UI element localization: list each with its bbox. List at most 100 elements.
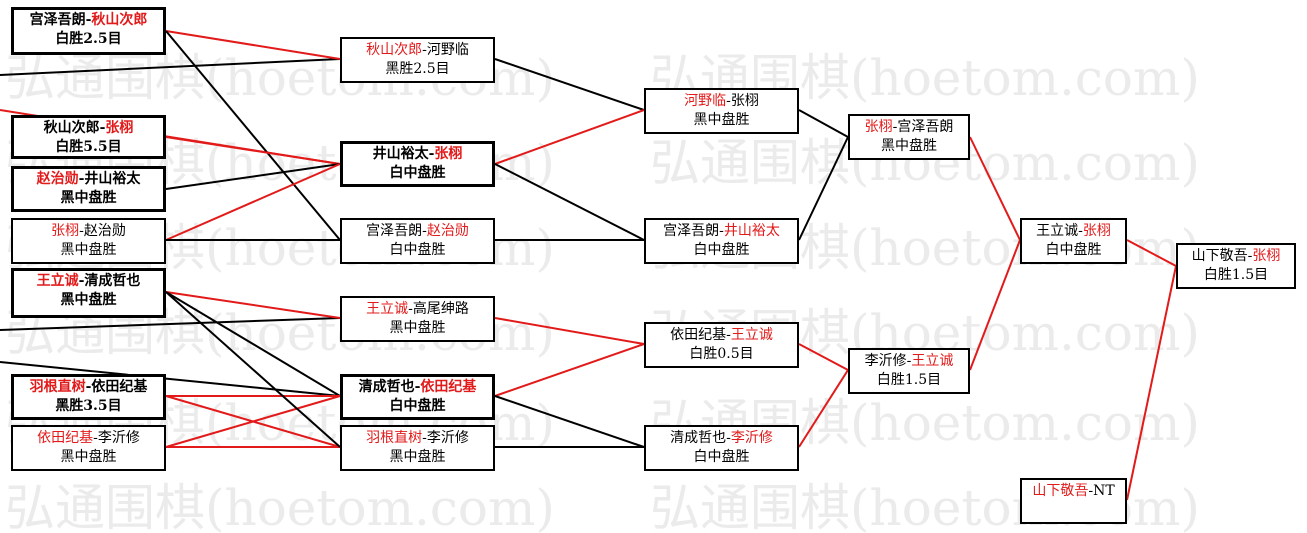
match-players: 宫泽吾朗-秋山次郎 xyxy=(30,12,148,28)
match-players: 张栩-宫泽吾朗 xyxy=(865,119,954,135)
player-2: 王立诚 xyxy=(730,327,773,343)
connector-line xyxy=(165,291,341,448)
player-1: 宫泽吾朗 xyxy=(29,12,86,28)
match-box: 井山裕太-张栩白中盘胜 xyxy=(340,141,495,187)
match-result: 黑中盘胜 xyxy=(389,320,446,336)
connector-line xyxy=(798,109,849,138)
player-2: 井山裕太 xyxy=(723,223,780,239)
player-1: 秋山次郎 xyxy=(366,42,423,58)
match-players: 王立诚-清成哲也 xyxy=(37,273,141,289)
player-1: 清成哲也 xyxy=(670,430,727,446)
vs-dash: - xyxy=(85,379,92,395)
connector-line xyxy=(165,291,341,397)
player-2: 赵治勋 xyxy=(83,223,126,239)
match-box: 羽根直树-依田纪基黑胜3.5目 xyxy=(11,374,166,420)
match-players: 张栩-赵治勋 xyxy=(51,223,126,239)
match-box: 宫泽吾朗-赵治勋白中盘胜 xyxy=(340,218,495,264)
match-players: 王立诚-高尾绅路 xyxy=(366,301,469,317)
connector-line xyxy=(1126,239,1177,267)
vs-dash: - xyxy=(719,223,724,239)
match-result: 白中盘胜 xyxy=(389,165,446,181)
match-result: 黑中盘胜 xyxy=(389,449,446,465)
match-players: 清成哲也-依田纪基 xyxy=(359,379,477,395)
match-box: 羽根直树-李沂修黑中盘胜 xyxy=(340,425,495,471)
vs-dash: - xyxy=(408,301,413,317)
player-1: 清成哲也 xyxy=(358,379,415,395)
match-box: 宫泽吾朗-秋山次郎白胜2.5目 xyxy=(11,7,166,55)
player-2: 张栩 xyxy=(1252,248,1281,264)
player-1: 王立诚 xyxy=(1036,223,1079,239)
vs-dash: - xyxy=(422,430,427,446)
player-1: 羽根直树 xyxy=(29,379,86,395)
match-players: 羽根直树-依田纪基 xyxy=(30,379,148,395)
match-result: 白胜1.5目 xyxy=(1203,267,1269,283)
match-result: 白胜1.5目 xyxy=(876,372,942,388)
match-result: 白中盘胜 xyxy=(389,398,446,414)
match-box: 宫泽吾朗-井山裕太白中盘胜 xyxy=(644,218,799,264)
player-2: 张栩 xyxy=(105,120,134,136)
vs-dash: - xyxy=(99,120,106,136)
match-players: 王立诚-张栩 xyxy=(1036,223,1111,239)
match-result: 黑中盘胜 xyxy=(60,242,117,258)
player-2: 李沂修 xyxy=(426,430,469,446)
player-2: 河野临 xyxy=(426,42,469,58)
vs-dash: - xyxy=(93,430,98,446)
match-result: 黑中盘胜 xyxy=(693,112,750,128)
vs-dash: - xyxy=(1088,483,1094,499)
vs-dash: - xyxy=(85,12,92,28)
match-players: 河野临-张栩 xyxy=(684,93,759,109)
match-players: 依田纪基-李沂修 xyxy=(37,430,140,446)
match-result: 黑胜3.5目 xyxy=(55,398,122,414)
match-result: 白胜0.5目 xyxy=(689,346,754,362)
vs-dash: - xyxy=(726,430,731,446)
match-players: 秋山次郎-张栩 xyxy=(44,120,134,136)
connector-line xyxy=(165,163,341,190)
match-box: 秋山次郎-河野临黑胜2.5目 xyxy=(340,37,495,83)
match-result: 黑中盘胜 xyxy=(60,449,117,465)
match-box: 山下敬吾-NT xyxy=(1020,478,1127,524)
match-result: 黑中盘胜 xyxy=(881,138,937,154)
match-box: 张栩-宫泽吾朗黑中盘胜 xyxy=(848,114,970,160)
player-1: 山下敬吾 xyxy=(1032,483,1089,499)
match-box: 李沂修-王立诚白胜1.5目 xyxy=(848,348,970,394)
connector-line xyxy=(494,58,645,111)
match-players: 井山裕太-张栩 xyxy=(373,146,463,162)
connector-line xyxy=(1126,265,1177,501)
match-players: 宫泽吾朗-赵治勋 xyxy=(366,223,469,239)
player-2: NT xyxy=(1093,483,1115,499)
match-players: 赵治勋-井山裕太 xyxy=(37,171,141,187)
connector-line xyxy=(0,58,341,76)
vs-dash: - xyxy=(414,379,421,395)
connector-line xyxy=(798,343,849,371)
match-players: 山下敬吾-张栩 xyxy=(1192,248,1281,264)
match-box: 赵治勋-井山裕太黑中盘胜 xyxy=(11,166,166,212)
player-2: 李沂修 xyxy=(730,430,773,446)
match-box: 王立诚-清成哲也黑中盘胜 xyxy=(11,268,166,318)
vs-dash: - xyxy=(422,223,427,239)
match-box: 王立诚-张栩白中盘胜 xyxy=(1020,218,1127,264)
vs-dash: - xyxy=(726,93,731,109)
match-result: 黑中盘胜 xyxy=(60,292,117,308)
match-players: 依田纪基-王立诚 xyxy=(670,327,773,343)
player-2: 张栩 xyxy=(434,146,463,162)
player-2: 王立诚 xyxy=(911,353,954,369)
player-1: 依田纪基 xyxy=(670,327,727,343)
player-2: 张栩 xyxy=(1082,223,1111,239)
match-result: 白中盘胜 xyxy=(693,242,750,258)
match-box: 依田纪基-李沂修黑中盘胜 xyxy=(11,425,166,471)
match-box: 山下敬吾-张栩白胜1.5目 xyxy=(1176,243,1296,289)
match-box: 清成哲也-依田纪基白中盘胜 xyxy=(340,374,495,420)
player-2: 清成哲也 xyxy=(84,273,141,289)
player-2: 依田纪基 xyxy=(91,379,148,395)
player-1: 李沂修 xyxy=(864,353,907,369)
connector-line xyxy=(165,30,341,60)
match-box: 张栩-赵治勋黑中盘胜 xyxy=(11,218,166,264)
match-box: 河野临-张栩黑中盘胜 xyxy=(644,88,799,134)
connector-line xyxy=(494,343,645,397)
player-2: 赵治勋 xyxy=(426,223,469,239)
vs-dash: - xyxy=(78,273,85,289)
connector-line xyxy=(494,109,645,165)
vs-dash: - xyxy=(906,353,912,369)
player-2: 宫泽吾朗 xyxy=(897,119,954,135)
